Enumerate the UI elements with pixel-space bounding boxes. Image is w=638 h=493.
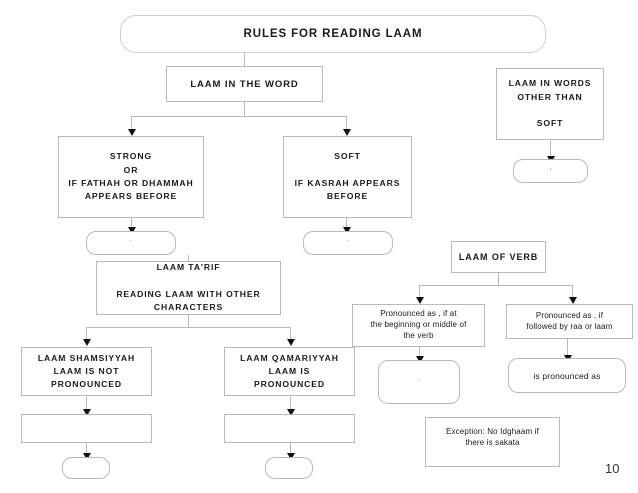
node-verb-followed-result: is pronounced as	[508, 358, 626, 393]
node-verb-followed-raa-laam: Pronounced as , if followed by raa or la…	[506, 304, 633, 339]
tarif-line-1: LAAM TA'RIF	[156, 262, 221, 273]
node-laam-shamsiyyah: LAAM SHAMSIYYAH LAAM IS NOT PRONOUNCED	[21, 347, 152, 396]
node-laam-of-verb: LAAM OF VERB	[451, 241, 546, 273]
node-laam-shamsiyyah-result	[62, 457, 110, 479]
connector-word-stem	[244, 102, 245, 116]
strong-result-label: '	[130, 239, 132, 247]
qamariyyah-line-1: LAAM QAMARIYYAH	[240, 352, 339, 363]
soft-result-label: '	[347, 239, 349, 247]
connector-qamariyyah-to-example	[290, 396, 291, 411]
arrow-soft-to-result	[343, 227, 351, 234]
arrow-qamariyyah-example-to-result	[287, 453, 295, 460]
arrow-to-soft	[343, 129, 351, 136]
soft-line-3: IF KASRAH APPEARS	[294, 178, 401, 188]
soft-line-1: SOFT	[334, 151, 361, 162]
node-laam-in-the-word: LAAM IN THE WORD	[166, 66, 323, 102]
verb-begin-middle-line-2: the beginning or middle of	[370, 320, 467, 330]
node-laam-shamsiyyah-example	[21, 414, 152, 443]
other-than-line-1: LAAM IN WORDS	[508, 78, 592, 89]
node-verb-begin-middle: Pronounced as , if at the beginning or m…	[352, 304, 485, 347]
node-strong-result: '	[86, 231, 176, 255]
connector-shamsiyyah-example-to-result	[86, 443, 87, 455]
qamariyyah-line-3: PRONOUNCED	[253, 379, 326, 390]
arrow-shamsiyyah-example-to-result	[83, 453, 91, 460]
arrow-strong-to-result	[128, 227, 136, 234]
qamariyyah-line-2: LAAM IS	[268, 365, 311, 376]
exception-line-1: Exception: No Idghaam if	[446, 427, 539, 436]
arrow-verb-begin-to-result	[416, 356, 424, 363]
laam-in-the-word-label: LAAM IN THE WORD	[190, 78, 299, 90]
connector-strongresult-to-tarif	[188, 255, 189, 262]
connector-tarif-stem	[188, 315, 189, 327]
node-laam-qamariyyah: LAAM QAMARIYYAH LAAM IS PRONOUNCED	[224, 347, 355, 396]
title-banner-label: RULES FOR READING LAAM	[243, 28, 423, 40]
node-verb-begin-middle-result: '	[378, 360, 460, 404]
connector-word-bar	[131, 116, 346, 117]
strong-line-3: IF FATHAH OR DHAMMAH	[68, 178, 194, 188]
soft-line-4: BEFORE	[326, 191, 369, 202]
arrow-to-strong	[128, 129, 136, 136]
arrow-to-verb-followed	[569, 297, 577, 304]
node-exception: Exception: No Idghaam if there is sakata	[425, 417, 560, 467]
laam-of-verb-label: LAAM OF VERB	[458, 252, 539, 262]
tarif-line-4: CHARACTERS	[153, 302, 224, 313]
page-number: 10	[605, 461, 620, 476]
title-banner: RULES FOR READING LAAM	[120, 15, 546, 53]
strong-line-1: STRONG	[109, 151, 153, 162]
node-strong: STRONG OR IF FATHAH OR DHAMMAH APPEARS B…	[58, 136, 204, 218]
exception-line-2: there is sakata	[465, 437, 520, 447]
connector-soft-to-result	[346, 218, 347, 229]
connector-shamsiyyah-to-example	[86, 396, 87, 411]
connector-verb-right-drop	[572, 285, 573, 298]
shamsiyyah-line-2: LAAM IS NOT	[53, 365, 120, 376]
tarif-line-3: READING LAAM WITH OTHER	[116, 289, 261, 299]
node-laam-in-words-other-than: LAAM IN WORDS OTHER THAN SOFT	[496, 68, 604, 140]
arrow-shamsiyyah-to-example	[83, 409, 91, 416]
connector-verb-left-drop	[419, 285, 420, 298]
node-laam-qamariyyah-result	[265, 457, 313, 479]
node-laam-tarif: LAAM TA'RIF READING LAAM WITH OTHER CHAR…	[96, 261, 281, 315]
connector-verb-stem	[498, 273, 499, 285]
node-soft-result: '	[303, 231, 393, 255]
connector-tarif-right-drop	[290, 327, 291, 340]
connector-tarif-bar	[86, 327, 290, 328]
connector-verb-followed-to-result	[567, 339, 568, 357]
connector-word-left-drop	[131, 116, 132, 130]
connector-qamariyyah-example-to-result	[290, 443, 291, 455]
other-than-result-label: '	[549, 167, 552, 175]
verb-begin-middle-line-3: the verb	[403, 330, 434, 340]
shamsiyyah-line-3: PRONOUNCED	[50, 379, 123, 390]
strong-line-4: APPEARS BEFORE	[84, 191, 178, 202]
arrow-to-qamariyyah	[287, 339, 295, 346]
connector-other-than-to-result	[550, 140, 551, 158]
connector-title-to-laam-in-word	[244, 53, 245, 66]
arrow-to-shamsiyyah	[83, 339, 91, 346]
connector-strong-to-result	[131, 218, 132, 229]
verb-followed-line-1: Pronounced as , if	[535, 310, 604, 320]
shamsiyyah-line-1: LAAM SHAMSIYYAH	[37, 352, 136, 363]
connector-word-right-drop	[346, 116, 347, 130]
verb-followed-result-label: is pronounced as	[533, 370, 601, 381]
connector-tarif-left-drop	[86, 327, 87, 340]
node-laam-qamariyyah-example	[224, 414, 355, 443]
verb-followed-line-2: followed by raa or laam	[526, 321, 613, 331]
node-laam-other-than-result: '	[513, 159, 588, 183]
verb-begin-middle-line-1: Pronounced as , if at	[380, 309, 457, 319]
arrow-qamariyyah-to-example	[287, 409, 295, 416]
strong-line-2: OR	[123, 164, 139, 175]
node-soft: SOFT IF KASRAH APPEARS BEFORE	[283, 136, 412, 218]
connector-verb-begin-to-result	[419, 347, 420, 359]
connector-verb-bar	[419, 285, 572, 286]
other-than-line-4: SOFT	[536, 118, 564, 129]
verb-begin-middle-result-label: '	[418, 378, 420, 386]
arrow-to-verb-begin-middle	[416, 297, 424, 304]
other-than-line-2: OTHER THAN	[517, 91, 583, 102]
